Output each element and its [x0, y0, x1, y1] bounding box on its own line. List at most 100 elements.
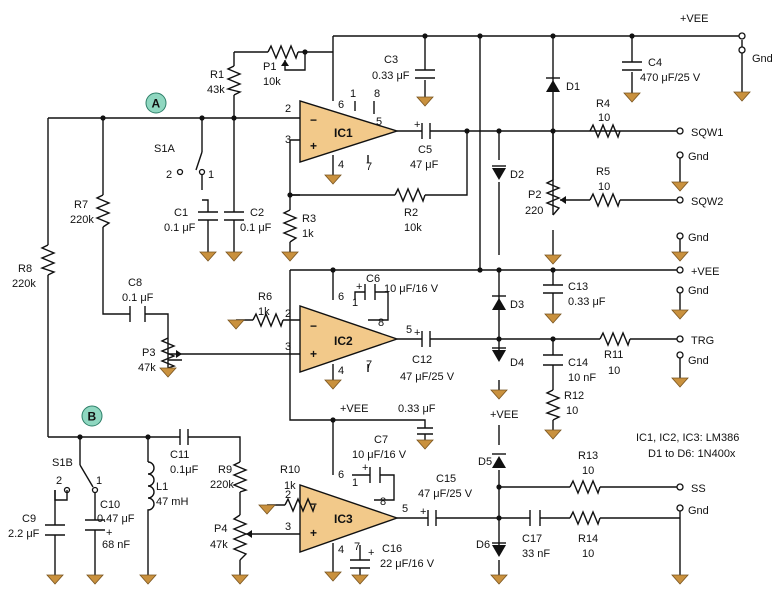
- svg-text:L1: L1: [156, 481, 168, 493]
- resistor-r10: [284, 497, 316, 513]
- junctions: [77, 33, 635, 521]
- diode-d5: [492, 453, 506, 468]
- svg-text:−: −: [310, 113, 317, 127]
- ic3-pin-2: 2: [285, 489, 291, 501]
- svg-text:68 nF: 68 nF: [102, 539, 130, 551]
- capacitor-c1: [198, 211, 218, 221]
- resistor-r12: [545, 389, 561, 421]
- svg-text:C15: C15: [436, 473, 456, 485]
- op-amp-ic2: IC2: [299, 305, 400, 373]
- vee-ic3-label: +VEE: [340, 403, 368, 415]
- ic3-pin-7: 7: [354, 541, 360, 553]
- svg-text:10: 10: [598, 112, 610, 124]
- svg-text:10 μF/16 V: 10 μF/16 V: [384, 283, 439, 295]
- svg-text:D1: D1: [566, 81, 580, 93]
- ic2-pin-3: 3: [285, 341, 291, 353]
- svg-text:B: B: [88, 410, 97, 424]
- resistor-r4: [589, 123, 621, 139]
- capacitor-c17: [529, 510, 541, 526]
- ground-symbols: [46, 91, 751, 585]
- ic1-pin-5: 5: [376, 116, 382, 128]
- svg-text:1k: 1k: [302, 228, 314, 240]
- svg-text:R14: R14: [578, 533, 598, 545]
- node-a: A: [145, 92, 167, 114]
- vee-mid-label: +VEE: [691, 266, 719, 278]
- svg-text:1k: 1k: [258, 306, 270, 318]
- diode-d3: [492, 295, 506, 310]
- svg-text:C16: C16: [382, 543, 402, 555]
- svg-text:S1B: S1B: [52, 457, 73, 469]
- svg-text:10: 10: [598, 181, 610, 193]
- diode-d1: [546, 77, 560, 92]
- svg-text:1k: 1k: [284, 480, 296, 492]
- ic1-pin-8: 8: [374, 88, 380, 100]
- svg-text:D6: D6: [476, 539, 490, 551]
- svg-text:220k: 220k: [70, 214, 94, 226]
- resistor-r2: [394, 187, 426, 203]
- svg-text:47k: 47k: [210, 539, 228, 551]
- vee-top-label: +VEE: [680, 13, 708, 25]
- capacitor-c13: [543, 284, 563, 294]
- svg-text:R4: R4: [596, 98, 610, 110]
- svg-text:2.2 μF: 2.2 μF: [8, 528, 40, 540]
- svg-text:0.1μF: 0.1μF: [170, 464, 199, 476]
- ic3-pin-8: 8: [380, 496, 386, 508]
- svg-text:R13: R13: [578, 450, 598, 462]
- svg-text:47k: 47k: [138, 362, 156, 374]
- vee-d5-label: +VEE: [490, 409, 518, 421]
- note-line-2: D1 to D6: 1N400x: [648, 448, 736, 460]
- terminals: [676, 32, 746, 512]
- svg-text:C11: C11: [170, 449, 189, 461]
- svg-text:C17: C17: [522, 533, 542, 545]
- svg-text:−: −: [310, 319, 317, 333]
- svg-text:0.33 μF: 0.33 μF: [398, 403, 436, 415]
- capacitor-c16: [350, 559, 370, 569]
- op-amp-ic1: IC1: [299, 100, 400, 163]
- wiring: [47, 35, 743, 575]
- svg-text:+: +: [356, 281, 362, 293]
- ic-pins: 2 3 6 1 8 5 4 7 −+ 2 3 6 1 8 5 4 7 −+ 2 …: [285, 88, 412, 572]
- svg-text:C4: C4: [648, 57, 662, 69]
- svg-text:10k: 10k: [263, 76, 281, 88]
- svg-text:2: 2: [166, 169, 172, 181]
- svg-text:10 μF/16 V: 10 μF/16 V: [352, 449, 407, 461]
- svg-text:22 μF/16 V: 22 μF/16 V: [380, 558, 435, 570]
- svg-text:10: 10: [566, 405, 578, 417]
- svg-text:R5: R5: [596, 166, 610, 178]
- resistor-r3: [282, 209, 298, 243]
- ic1-pin-4: 4: [338, 159, 344, 171]
- svg-text:D3: D3: [510, 299, 524, 311]
- svg-text:R8: R8: [18, 263, 32, 275]
- svg-text:Gnd: Gnd: [688, 285, 709, 297]
- switch-s1b: 2 1: [54, 464, 102, 501]
- ic2-pin-7: 7: [366, 359, 372, 371]
- diode-d6: [492, 542, 506, 557]
- svg-text:P4: P4: [214, 523, 227, 535]
- svg-text:D5: D5: [478, 456, 492, 468]
- svg-text:33 nF: 33 nF: [522, 548, 550, 560]
- ic3-label: IC3: [334, 512, 353, 526]
- svg-text:10: 10: [582, 465, 594, 477]
- capacitor-c7: [369, 467, 381, 483]
- svg-text:−: −: [310, 497, 317, 511]
- svg-text:0.1 μF: 0.1 μF: [122, 292, 154, 304]
- svg-text:47 μF/25 V: 47 μF/25 V: [400, 371, 455, 383]
- svg-text:10: 10: [608, 365, 620, 377]
- svg-text:R7: R7: [74, 199, 88, 211]
- capacitor-c4: [622, 61, 642, 71]
- svg-text:R3: R3: [302, 213, 316, 225]
- svg-text:470 μF/25 V: 470 μF/25 V: [640, 72, 701, 84]
- svg-text:220: 220: [525, 205, 543, 217]
- potentiometer-p1: [267, 44, 299, 60]
- svg-text:C2: C2: [250, 207, 264, 219]
- trg-label: TRG: [691, 335, 714, 347]
- ic1-pin-1: 1: [350, 88, 356, 100]
- capacitor-c10: [85, 519, 105, 531]
- ic1-pin-6: 6: [338, 99, 344, 111]
- svg-text:47 μF/25 V: 47 μF/25 V: [418, 488, 473, 500]
- svg-text:R1: R1: [210, 69, 224, 81]
- svg-text:0.33 μF: 0.33 μF: [372, 70, 410, 82]
- svg-text:+: +: [362, 462, 368, 474]
- op-amp-ic3: IC3: [299, 484, 400, 553]
